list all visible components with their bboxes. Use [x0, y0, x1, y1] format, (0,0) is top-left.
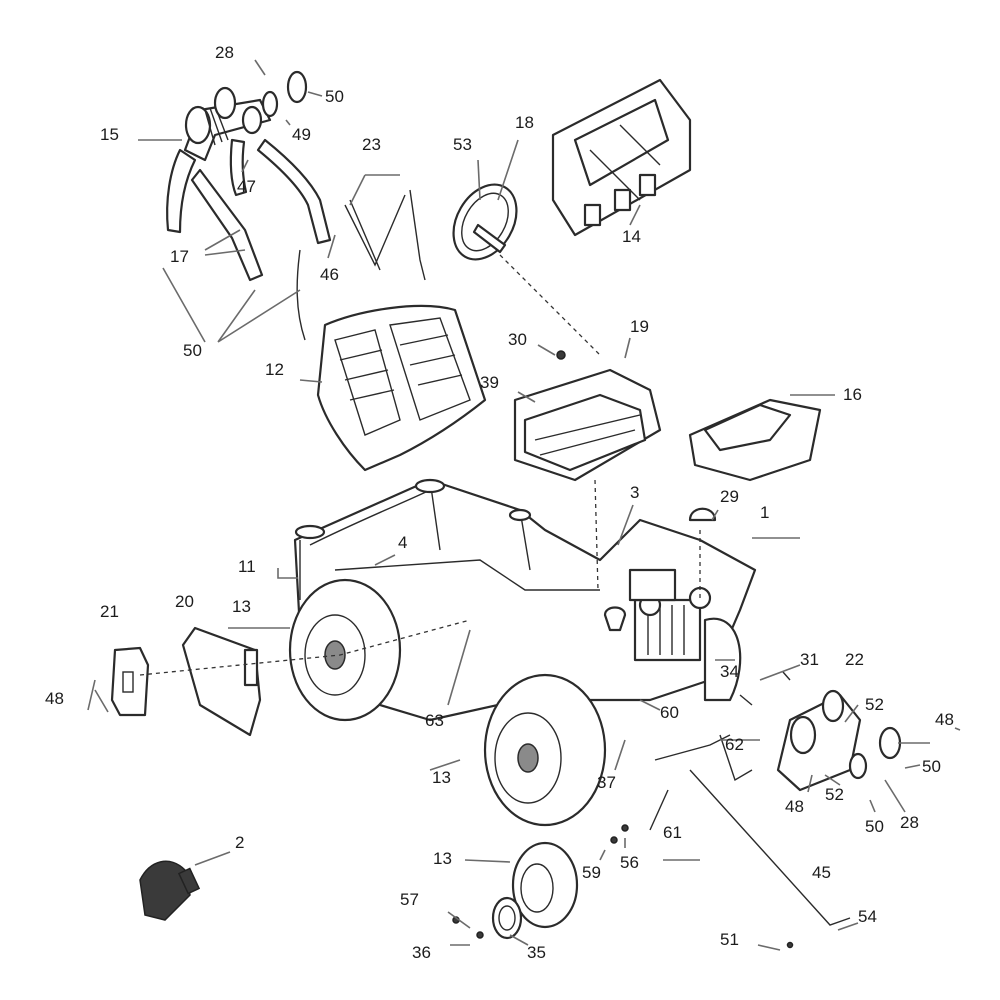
- callout-4: 4: [398, 533, 407, 552]
- callout-34: 34: [720, 662, 739, 681]
- callout-60: 60: [660, 703, 679, 722]
- callout-14: 14: [622, 227, 641, 246]
- callout-52: 52: [825, 785, 844, 804]
- callout-49: 49: [292, 125, 311, 144]
- steering-wheel: [452, 183, 518, 261]
- callout-48: 48: [785, 797, 804, 816]
- callout-50: 50: [922, 757, 941, 776]
- callout-13: 13: [433, 849, 452, 868]
- small-hardware: [452, 350, 794, 949]
- callout-12: 12: [265, 360, 284, 379]
- hood-cover: [688, 398, 822, 482]
- callout-13: 13: [432, 768, 451, 787]
- callout-52: 52: [865, 695, 884, 714]
- side-bracket: [110, 646, 150, 717]
- callout-54: 54: [858, 907, 877, 926]
- callout-23: 23: [362, 135, 381, 154]
- callout-37: 37: [597, 773, 616, 792]
- callout-48: 48: [935, 710, 954, 729]
- callout-18: 18: [515, 113, 534, 132]
- callout-62: 62: [725, 735, 744, 754]
- hubcap: [491, 896, 523, 940]
- callout-1: 1: [760, 503, 769, 522]
- callout-2: 2: [235, 833, 244, 852]
- callout-20: 20: [175, 592, 194, 611]
- callout-17: 17: [170, 247, 189, 266]
- callout-50: 50: [183, 341, 202, 360]
- callout-19: 19: [630, 317, 649, 336]
- callout-53: 53: [453, 135, 472, 154]
- callout-22: 22: [845, 650, 864, 669]
- callout-21: 21: [100, 602, 119, 621]
- callout-28: 28: [900, 813, 919, 832]
- spare-wheel: [511, 841, 579, 929]
- callout-47: 47: [237, 177, 256, 196]
- callout-labels: 28 50 15 49 47 17 46 50 23 53 18 14 12 3…: [45, 43, 954, 962]
- callout-50: 50: [325, 87, 344, 106]
- dashboard: [513, 368, 662, 482]
- seat: [316, 304, 487, 472]
- callout-3: 3: [630, 483, 639, 502]
- callout-59: 59: [582, 863, 601, 882]
- windshield-frame: [551, 78, 692, 237]
- callout-50: 50: [865, 817, 884, 836]
- callout-57: 57: [400, 890, 419, 909]
- wire-harness: [139, 860, 201, 921]
- callout-16: 16: [843, 385, 862, 404]
- callout-31: 31: [800, 650, 819, 669]
- callout-28: 28: [215, 43, 234, 62]
- rear-wheel: [288, 578, 402, 722]
- callout-63: 63: [425, 711, 444, 730]
- steering-rod: [649, 671, 851, 926]
- callout-11: 11: [238, 557, 256, 576]
- assembly-guides: [139, 254, 701, 676]
- front-wheel: [483, 673, 607, 827]
- callout-39: 39: [480, 373, 499, 392]
- front-light-bar: [776, 689, 902, 792]
- callout-45: 45: [812, 863, 831, 882]
- callout-36: 36: [412, 943, 431, 962]
- callout-56: 56: [620, 853, 639, 872]
- callout-35: 35: [527, 943, 546, 962]
- callout-46: 46: [320, 265, 339, 284]
- callout-15: 15: [100, 125, 119, 144]
- callout-29: 29: [720, 487, 739, 506]
- callout-51: 51: [720, 930, 739, 949]
- roll-bar-assembly: [166, 70, 332, 282]
- callout-30: 30: [508, 330, 527, 349]
- leader-lines: [87, 59, 961, 951]
- side-panel: [181, 626, 262, 737]
- callout-48: 48: [45, 689, 64, 708]
- callout-13: 13: [232, 597, 251, 616]
- seat-belts: [296, 189, 426, 341]
- callout-61: 61: [663, 823, 682, 842]
